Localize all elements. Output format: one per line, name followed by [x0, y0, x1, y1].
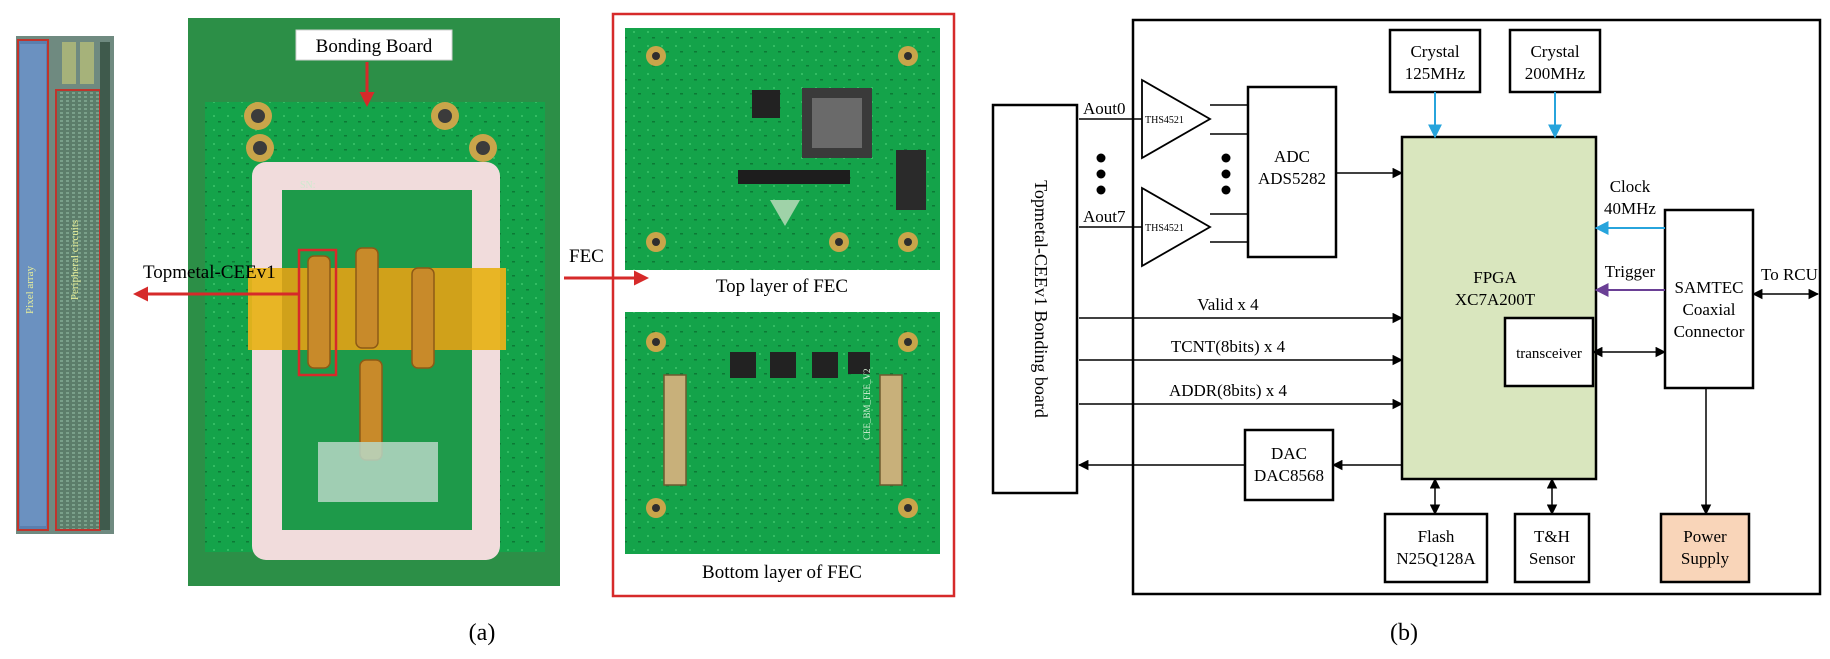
pixel-array-label: Pixel array: [24, 266, 36, 314]
bonding-board-label: Bonding Board: [316, 36, 433, 57]
dac-label-1: DAC: [1271, 444, 1307, 463]
fec-silkscreen: CEE_BM_FEE_V2: [862, 368, 872, 440]
flash-label-1: Flash: [1418, 527, 1455, 546]
dac-block: [1243, 428, 1335, 502]
bonding-board-block-label: Topmetal-CEEv1 Bonding board: [1031, 180, 1051, 418]
fpga-block: [1400, 135, 1598, 481]
to-rcu-label: To RCU: [1761, 265, 1818, 284]
power-supply-block: [1659, 512, 1751, 584]
trigger-label: Trigger: [1605, 262, 1656, 281]
clock-label-1: Clock: [1610, 177, 1651, 196]
fpga-label-2: XC7A200T: [1455, 290, 1536, 309]
crystal2-label-1: Crystal: [1530, 42, 1579, 61]
fec-top-photo: [625, 28, 940, 270]
flash-block: [1383, 512, 1489, 584]
adc-label-2: ADS5282: [1258, 169, 1326, 188]
fec-bottom-caption: Bottom layer of FEC: [702, 562, 862, 583]
panel-b: [991, 18, 1822, 596]
adc-block: [1246, 85, 1338, 259]
peripheral-circuits-label: Peripheral circuits: [69, 220, 81, 300]
samtec-label-2: Coaxial: [1683, 300, 1736, 319]
crystal-200-block: [1508, 28, 1602, 94]
th-sensor-block: [1513, 512, 1591, 584]
topmetal-label: Topmetal-CEEv1: [143, 262, 276, 283]
crystal1-label-2: 125MHz: [1405, 64, 1466, 83]
bonding-board-silkscreen: SN:: [300, 180, 316, 191]
addr-label: ADDR(8bits) x 4: [1169, 381, 1288, 400]
power-label-1: Power: [1683, 527, 1727, 546]
amp0-label: THS4521: [1145, 115, 1184, 126]
chip-photo: Pixel array Peripheral circuits: [16, 36, 114, 534]
samtec-label-3: Connector: [1674, 322, 1745, 341]
fec-label: FEC: [569, 246, 604, 267]
clock-label-2: 40MHz: [1604, 199, 1656, 218]
crystal2-label-2: 200MHz: [1525, 64, 1586, 83]
power-label-2: Supply: [1681, 549, 1730, 568]
panel-b-labels: Topmetal-CEEv1 Bonding board Aout0 Aout7…: [1031, 42, 1818, 646]
crystal1-label-1: Crystal: [1410, 42, 1459, 61]
transceiver-label: transceiver: [1516, 346, 1582, 362]
bonding-board-block: [991, 103, 1079, 495]
fec-block-frame: [1131, 18, 1822, 596]
tcnt-label: TCNT(8bits) x 4: [1171, 337, 1286, 356]
th-label-1: T&H: [1534, 527, 1570, 546]
panel-a-caption: (a): [469, 620, 496, 646]
fec-frame: [611, 12, 956, 598]
valid-label: Valid x 4: [1197, 295, 1259, 314]
transceiver-block: [1503, 316, 1595, 388]
dac-label-2: DAC8568: [1254, 466, 1324, 485]
aout7-label: Aout7: [1083, 207, 1126, 226]
th-label-2: Sensor: [1529, 549, 1576, 568]
samtec-block: [1663, 208, 1755, 390]
adc-label-1: ADC: [1274, 147, 1310, 166]
panel-a: Pixel array Peripheral circuits: [16, 12, 956, 646]
fpga-label-1: FPGA: [1473, 268, 1517, 287]
fec-top-caption: Top layer of FEC: [716, 276, 848, 297]
panel-b-caption: (b): [1390, 620, 1418, 646]
fec-bottom-photo: CEE_BM_FEE_V2: [625, 312, 940, 554]
flash-label-2: N25Q128A: [1396, 549, 1476, 568]
ellipsis-dots: [1096, 153, 1231, 195]
amp7-label: THS4521: [1145, 223, 1184, 234]
aout0-label: Aout0: [1083, 99, 1126, 118]
bonding-board-photo: SN: Bonding Board: [188, 18, 560, 586]
samtec-label-1: SAMTEC: [1675, 278, 1744, 297]
